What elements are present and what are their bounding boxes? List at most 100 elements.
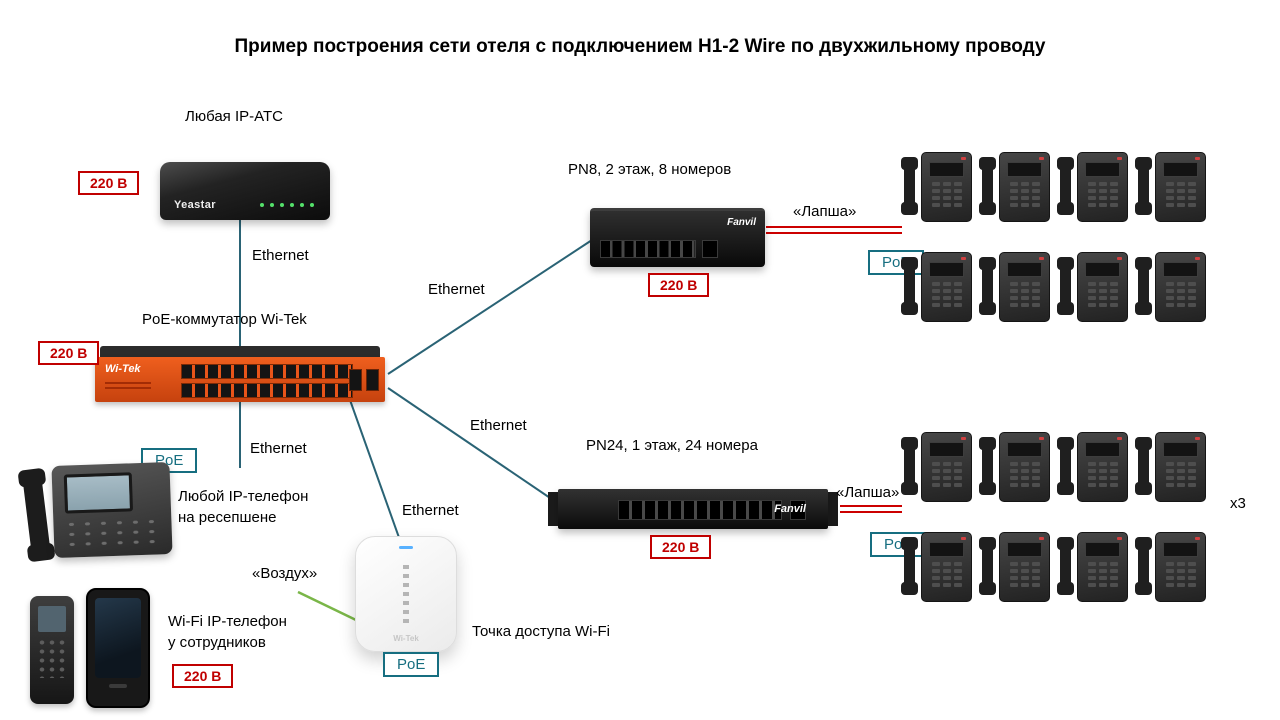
wifi-handset-2-button <box>109 684 127 688</box>
wire-air-ap <box>297 590 357 622</box>
hotel-phone <box>901 530 972 604</box>
phone-keypad <box>1156 282 1205 307</box>
phone-handset <box>1135 437 1152 495</box>
pbx-led-row <box>260 203 314 207</box>
pn8-device: Fanvil <box>590 208 765 267</box>
pn8-uplink-port <box>702 240 718 258</box>
pn24-port-block <box>618 500 782 520</box>
hotel-phone <box>901 430 972 504</box>
lapsha-label-pn8: «Лапша» <box>793 203 857 220</box>
phone-keypad <box>922 182 971 207</box>
wifi-phones-device <box>28 584 168 708</box>
reception-phone-label: Любой IP-телефон на ресепшене <box>178 486 308 528</box>
phone-handset <box>979 537 996 595</box>
pn24-rack-ear-right <box>828 492 838 526</box>
phone-led <box>1195 257 1200 260</box>
phone-keypad <box>1000 462 1049 487</box>
phone-screen <box>1163 262 1198 277</box>
phone-body <box>999 432 1050 502</box>
phone-screen <box>1163 542 1198 557</box>
power-badge-switch: 220 В <box>38 341 100 365</box>
hotel-phone <box>901 250 972 324</box>
phone-led <box>1195 157 1200 160</box>
phone-screen <box>1007 262 1042 277</box>
wifi-handset-1-screen <box>38 606 66 632</box>
reception-phone-label-line2: на ресепшене <box>178 509 277 526</box>
phone-led <box>1117 537 1122 540</box>
pbx-device: Yeastar <box>160 162 330 220</box>
ethernet-label-reception: Ethernet <box>250 440 307 457</box>
lapsha-label-pn24: «Лапша» <box>836 484 900 501</box>
wifi-handset-2 <box>86 588 150 708</box>
phone-body <box>1077 252 1128 322</box>
hotel-phone <box>979 150 1050 224</box>
phone-led <box>1039 437 1044 440</box>
desk-phone-handset <box>22 473 51 557</box>
phone-handset <box>1057 437 1074 495</box>
ethernet-label-pbx: Ethernet <box>252 247 309 264</box>
core-switch-label: PoE-коммутатор Wi-Tek <box>142 311 307 328</box>
pn8-brand-logo: Fanvil <box>727 217 756 228</box>
wifi-handset-1 <box>30 596 74 704</box>
hotel-phone <box>1135 150 1206 224</box>
phone-body <box>921 152 972 222</box>
pn24-label: PN24, 1 этаж, 24 номера <box>586 437 758 454</box>
hotel-phone <box>1057 150 1128 224</box>
hotel-phone <box>979 430 1050 504</box>
phone-keypad <box>1000 282 1049 307</box>
switch-top-panel <box>100 346 380 357</box>
phone-led <box>961 157 966 160</box>
air-label: «Воздух» <box>252 565 318 582</box>
phone-handset <box>901 437 918 495</box>
phone-body <box>1077 532 1128 602</box>
hotel-phone <box>979 250 1050 324</box>
phone-keypad <box>1078 282 1127 307</box>
hotel-phone <box>1057 530 1128 604</box>
phone-keypad <box>1156 462 1205 487</box>
power-badge-pn24: 220 В <box>650 535 712 559</box>
ap-vent-slot <box>403 565 409 623</box>
phone-screen <box>1085 542 1120 557</box>
ap-label: Точка доступа Wi-Fi <box>472 623 610 640</box>
phone-led <box>1039 537 1044 540</box>
switch-front-panel: Wi-Tek <box>95 357 385 402</box>
pn8-port-block <box>600 240 696 258</box>
phone-body <box>999 252 1050 322</box>
power-badge-wifi-phones: 220 В <box>172 664 234 688</box>
wifi-ap-device: Wi-Tek <box>355 536 457 652</box>
reception-phone-label-line1: Любой IP-телефон <box>178 488 309 505</box>
wifi-handset-1-keypad <box>37 638 67 678</box>
phone-grid-pn24 <box>901 430 1206 604</box>
phone-body <box>1155 252 1206 322</box>
phone-screen <box>1163 162 1198 177</box>
phone-handset <box>1057 157 1074 215</box>
pn24-rack-ear-left <box>548 492 558 526</box>
phone-keypad <box>1156 562 1205 587</box>
phone-handset <box>1057 537 1074 595</box>
core-switch-device: Wi-Tek <box>95 346 385 402</box>
switch-label-print <box>105 379 151 389</box>
phone-body <box>1077 432 1128 502</box>
hotel-phone <box>979 530 1050 604</box>
phone-keypad <box>1156 182 1205 207</box>
hotel-phone <box>901 150 972 224</box>
phone-led <box>1195 537 1200 540</box>
phone-body <box>1155 532 1206 602</box>
hotel-phone <box>1135 430 1206 504</box>
multiplier-label: x3 <box>1230 495 1246 512</box>
hotel-phone <box>1057 430 1128 504</box>
phone-screen <box>1085 262 1120 277</box>
phone-handset <box>1135 537 1152 595</box>
switch-brand-logo: Wi-Tek <box>105 363 141 375</box>
phone-keypad <box>1078 462 1127 487</box>
wire-switch-pn24 <box>387 387 557 503</box>
desk-phone-screen <box>63 472 134 514</box>
phone-keypad <box>1078 562 1127 587</box>
wifi-phone-label-line2: у сотрудников <box>168 634 266 651</box>
phone-body <box>1155 152 1206 222</box>
phone-screen <box>1085 442 1120 457</box>
phone-keypad <box>1078 182 1127 207</box>
phone-handset <box>1057 257 1074 315</box>
